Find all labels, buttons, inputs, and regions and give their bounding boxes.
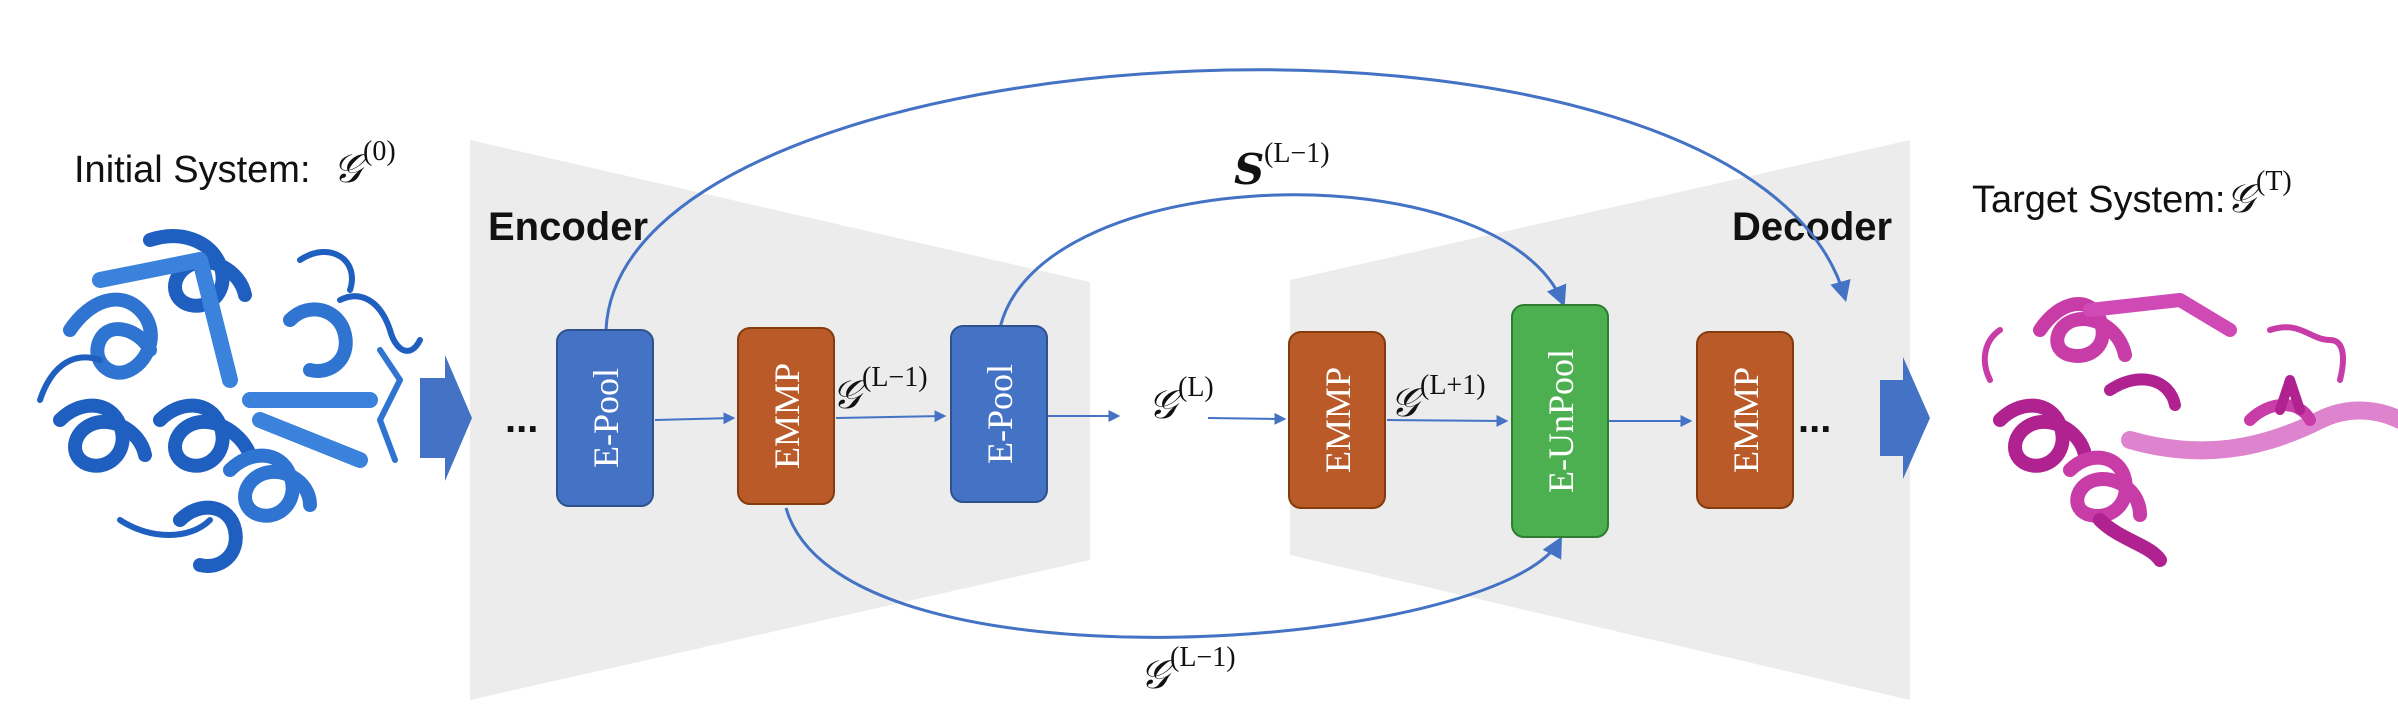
label-s-l-minus-1: 𝑺 (L−1)	[1234, 138, 1330, 194]
connector-emmp2-eunpool	[1386, 414, 1509, 427]
block-emmp-3: EMMP	[1696, 331, 1794, 509]
block-emmp-2: EMMP	[1288, 331, 1386, 509]
label-g-l-minus-1-top-sup: (L−1)	[862, 362, 928, 393]
block-epool-2-label: E-Pool	[980, 364, 1020, 464]
output-block-arrow-icon	[1880, 357, 1930, 479]
label-g-l-center: 𝒢 (L)	[1148, 372, 1214, 428]
initial-system-text: Initial System:	[74, 149, 311, 191]
long-skip-arrow	[604, 68, 1851, 331]
label-g-l-plus-1-sup: (L+1)	[1420, 370, 1486, 401]
block-emmp-3-label: EMMP	[1726, 367, 1766, 473]
connector-center-emmp2	[1207, 412, 1287, 425]
target-protein-icon	[1981, 293, 2398, 567]
g-skip-arrow	[784, 507, 1563, 639]
target-system-text: Target System:	[1972, 179, 2225, 221]
block-emmp-1-label: EMMP	[767, 363, 807, 469]
block-epool-1: E-Pool	[556, 329, 654, 507]
initial-system-label: Initial System: 𝒢 (0)	[74, 136, 396, 192]
block-emmp-2-label: EMMP	[1318, 367, 1358, 473]
label-g-l-minus-1-bottom-sup: (L−1)	[1170, 642, 1236, 673]
label-g-l-center-sup: (L)	[1178, 372, 1214, 403]
encoder-label: Encoder	[488, 205, 648, 249]
connector-emmp1-epool2	[835, 410, 947, 423]
right-ellipsis: ...	[1798, 397, 1831, 441]
block-eunpool-label: E-UnPool	[1541, 349, 1581, 493]
decoder-label: Decoder	[1732, 205, 1892, 249]
initial-protein-icon	[37, 229, 423, 573]
initial-system-sup: (0)	[363, 136, 396, 167]
block-emmp-1: EMMP	[737, 327, 835, 505]
s-skip-arrow	[998, 193, 1567, 329]
label-g-l-minus-1-bottom: 𝒢 (L−1)	[1140, 642, 1236, 698]
label-s-l-minus-1-sup: (L−1)	[1264, 138, 1330, 169]
block-eunpool: E-UnPool	[1511, 304, 1609, 538]
target-system-sup: (T)	[2256, 166, 2292, 197]
label-s-l-minus-1-symbol: 𝑺	[1234, 145, 1264, 194]
block-epool-2: E-Pool	[950, 325, 1048, 503]
block-epool-1-label: E-Pool	[586, 368, 626, 468]
input-block-arrow-icon	[420, 355, 472, 481]
left-ellipsis: ...	[505, 397, 538, 441]
target-system-label: Target System: 𝒢 (T)	[1972, 166, 2292, 222]
connector-epool1-emmp1	[654, 412, 736, 425]
